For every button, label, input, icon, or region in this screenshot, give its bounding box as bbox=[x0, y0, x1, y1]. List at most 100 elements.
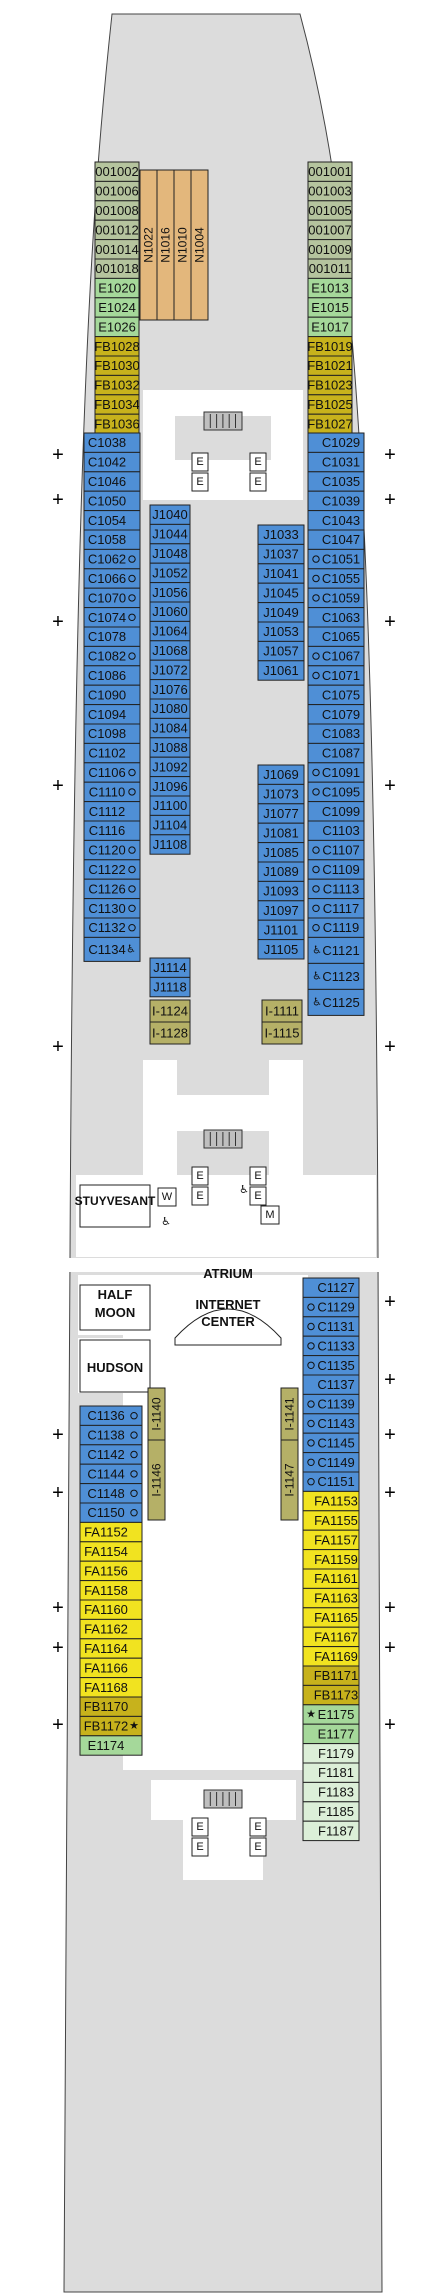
cabin-j1089[interactable]: J1089 bbox=[257, 861, 305, 882]
cabin-e1013[interactable]: E1013 bbox=[307, 277, 353, 299]
cabin-fa1157[interactable]: FA1157 bbox=[302, 1529, 360, 1551]
cabin-c1074[interactable]: C1074 bbox=[83, 607, 141, 628]
cabin-j1093[interactable]: J1093 bbox=[257, 880, 305, 902]
cabin-c1110[interactable]: C1110 bbox=[83, 781, 141, 803]
cabin-j1052[interactable]: J1052 bbox=[149, 562, 191, 584]
cabin-fa1160[interactable]: FA1160 bbox=[79, 1599, 143, 1620]
cabin-c1087[interactable]: C1087 bbox=[307, 742, 365, 764]
cabin-c1150[interactable]: C1150 bbox=[79, 1502, 143, 1523]
cabin-fb1030[interactable]: FB1030 bbox=[94, 355, 140, 376]
cabin-fa1154[interactable]: FA1154 bbox=[79, 1541, 143, 1562]
cabin-j1033[interactable]: J1033 bbox=[257, 524, 305, 545]
cabin-j1118[interactable]: J1118 bbox=[149, 976, 191, 998]
cabin-fa1153[interactable]: FA1153 bbox=[302, 1490, 360, 1512]
cabin-j1048[interactable]: J1048 bbox=[149, 543, 191, 564]
cabin-c1083[interactable]: C1083 bbox=[307, 723, 365, 744]
cabin-c1129[interactable]: C1129 bbox=[302, 1296, 360, 1318]
cabin-fa1169[interactable]: FA1169 bbox=[302, 1646, 360, 1667]
cabin-c1143[interactable]: C1143 bbox=[302, 1413, 360, 1434]
cabin-j1037[interactable]: J1037 bbox=[257, 543, 305, 565]
cabin-fb1172[interactable]: FB1172★ bbox=[79, 1715, 143, 1737]
restroom-men[interactable] bbox=[260, 1205, 280, 1225]
cabin-e1015[interactable]: E1015 bbox=[307, 297, 353, 318]
elevator[interactable] bbox=[191, 1186, 209, 1206]
cabin-j1104[interactable]: J1104 bbox=[149, 814, 191, 836]
cabin-c1137[interactable]: C1137 bbox=[302, 1374, 360, 1395]
cabin-n1016[interactable]: N1016 bbox=[156, 169, 175, 321]
cabin-c1117[interactable]: C1117 bbox=[307, 898, 365, 919]
cabin-j1076[interactable]: J1076 bbox=[149, 679, 191, 700]
cabin-c1091[interactable]: C1091 bbox=[307, 762, 365, 783]
cabin-fb1019[interactable]: FB1019 bbox=[307, 336, 353, 357]
cabin-c1120[interactable]: C1120 bbox=[83, 839, 141, 861]
cabin-c1090[interactable]: C1090 bbox=[83, 684, 141, 706]
cabin-j1040[interactable]: J1040 bbox=[149, 504, 191, 525]
elevator[interactable] bbox=[249, 1166, 267, 1186]
cabin-e1177[interactable]: E1177 bbox=[302, 1723, 360, 1745]
cabin-c1071[interactable]: C1071 bbox=[307, 665, 365, 686]
cabin-001006[interactable]: 001006 bbox=[94, 180, 140, 202]
cabin-c1135[interactable]: C1135 bbox=[302, 1355, 360, 1376]
cabin-c1075[interactable]: C1075 bbox=[307, 684, 365, 706]
cabin-fa1155[interactable]: FA1155 bbox=[302, 1510, 360, 1531]
elevator[interactable] bbox=[249, 472, 267, 492]
cabin-j1053[interactable]: J1053 bbox=[257, 621, 305, 642]
cabin-c1107[interactable]: C1107 bbox=[307, 839, 365, 861]
cabin-n1022[interactable]: N1022 bbox=[139, 169, 158, 321]
cabin-fb1027[interactable]: FB1027 bbox=[307, 413, 353, 435]
cabin-fb1032[interactable]: FB1032 bbox=[94, 374, 140, 396]
cabin-j1045[interactable]: J1045 bbox=[257, 582, 305, 604]
cabin-i-1141[interactable]: I-1141 bbox=[280, 1387, 299, 1441]
cabin-j1105[interactable]: J1105 bbox=[257, 939, 305, 960]
elevator[interactable] bbox=[191, 1837, 209, 1857]
cabin-c1043[interactable]: C1043 bbox=[307, 510, 365, 531]
cabin-c1113[interactable]: C1113 bbox=[307, 878, 365, 900]
cabin-j1072[interactable]: J1072 bbox=[149, 659, 191, 681]
cabin-fa1159[interactable]: FA1159 bbox=[302, 1549, 360, 1570]
cabin-c1039[interactable]: C1039 bbox=[307, 490, 365, 512]
cabin-c1029[interactable]: C1029 bbox=[307, 432, 365, 453]
cabin-001018[interactable]: 001018 bbox=[94, 258, 140, 279]
cabin-i-1124[interactable]: I-1124 bbox=[149, 999, 191, 1023]
room-stuyvesant[interactable]: STUYVESANT bbox=[75, 1194, 156, 1208]
cabin-j1097[interactable]: J1097 bbox=[257, 900, 305, 921]
cabin-fa1163[interactable]: FA1163 bbox=[302, 1587, 360, 1609]
cabin-c1102[interactable]: C1102 bbox=[83, 742, 141, 764]
elevator[interactable] bbox=[249, 1817, 267, 1837]
room-half-moon-line1[interactable]: HALF bbox=[98, 1287, 133, 1302]
cabin-i-1111[interactable]: I-1111 bbox=[261, 999, 303, 1023]
cabin-n1004[interactable]: N1004 bbox=[190, 169, 209, 321]
cabin-fb1036[interactable]: FB1036 bbox=[94, 413, 140, 435]
cabin-fb1021[interactable]: FB1021 bbox=[307, 355, 353, 376]
cabin-c1079[interactable]: C1079 bbox=[307, 704, 365, 725]
cabin-fa1166[interactable]: FA1166 bbox=[79, 1657, 143, 1679]
cabin-c1050[interactable]: C1050 bbox=[83, 490, 141, 512]
cabin-e1174[interactable]: E1174 bbox=[79, 1735, 143, 1756]
cabin-j1069[interactable]: J1069 bbox=[257, 764, 305, 785]
cabin-fb1173[interactable]: FB1173 bbox=[302, 1684, 360, 1706]
cabin-j1064[interactable]: J1064 bbox=[149, 620, 191, 642]
cabin-c1136[interactable]: C1136 bbox=[79, 1405, 143, 1426]
cabin-f1187[interactable]: F1187 bbox=[302, 1820, 360, 1842]
cabin-c1116[interactable]: C1116 bbox=[83, 820, 141, 841]
cabin-001007[interactable]: 001007 bbox=[307, 219, 353, 241]
cabin-001005[interactable]: 001005 bbox=[307, 200, 353, 221]
cabin-c1038[interactable]: C1038 bbox=[83, 432, 141, 453]
cabin-c1082[interactable]: C1082 bbox=[83, 645, 141, 667]
cabin-j1092[interactable]: J1092 bbox=[149, 756, 191, 778]
cabin-fa1167[interactable]: FA1167 bbox=[302, 1626, 360, 1648]
cabin-c1121[interactable]: C1121♿ bbox=[307, 936, 365, 964]
cabin-c1125[interactable]: C1125♿ bbox=[307, 988, 365, 1016]
cabin-c1138[interactable]: C1138 bbox=[79, 1424, 143, 1446]
cabin-j1096[interactable]: J1096 bbox=[149, 776, 191, 797]
cabin-fb1023[interactable]: FB1023 bbox=[307, 374, 353, 396]
cabin-j1084[interactable]: J1084 bbox=[149, 717, 191, 739]
cabin-c1063[interactable]: C1063 bbox=[307, 607, 365, 628]
cabin-001012[interactable]: 001012 bbox=[94, 219, 140, 241]
cabin-001003[interactable]: 001003 bbox=[307, 180, 353, 202]
cabin-c1066[interactable]: C1066 bbox=[83, 568, 141, 589]
cabin-c1094[interactable]: C1094 bbox=[83, 704, 141, 725]
cabin-c1031[interactable]: C1031 bbox=[307, 451, 365, 473]
cabin-c1126[interactable]: C1126 bbox=[83, 878, 141, 900]
cabin-j1108[interactable]: J1108 bbox=[149, 834, 191, 855]
